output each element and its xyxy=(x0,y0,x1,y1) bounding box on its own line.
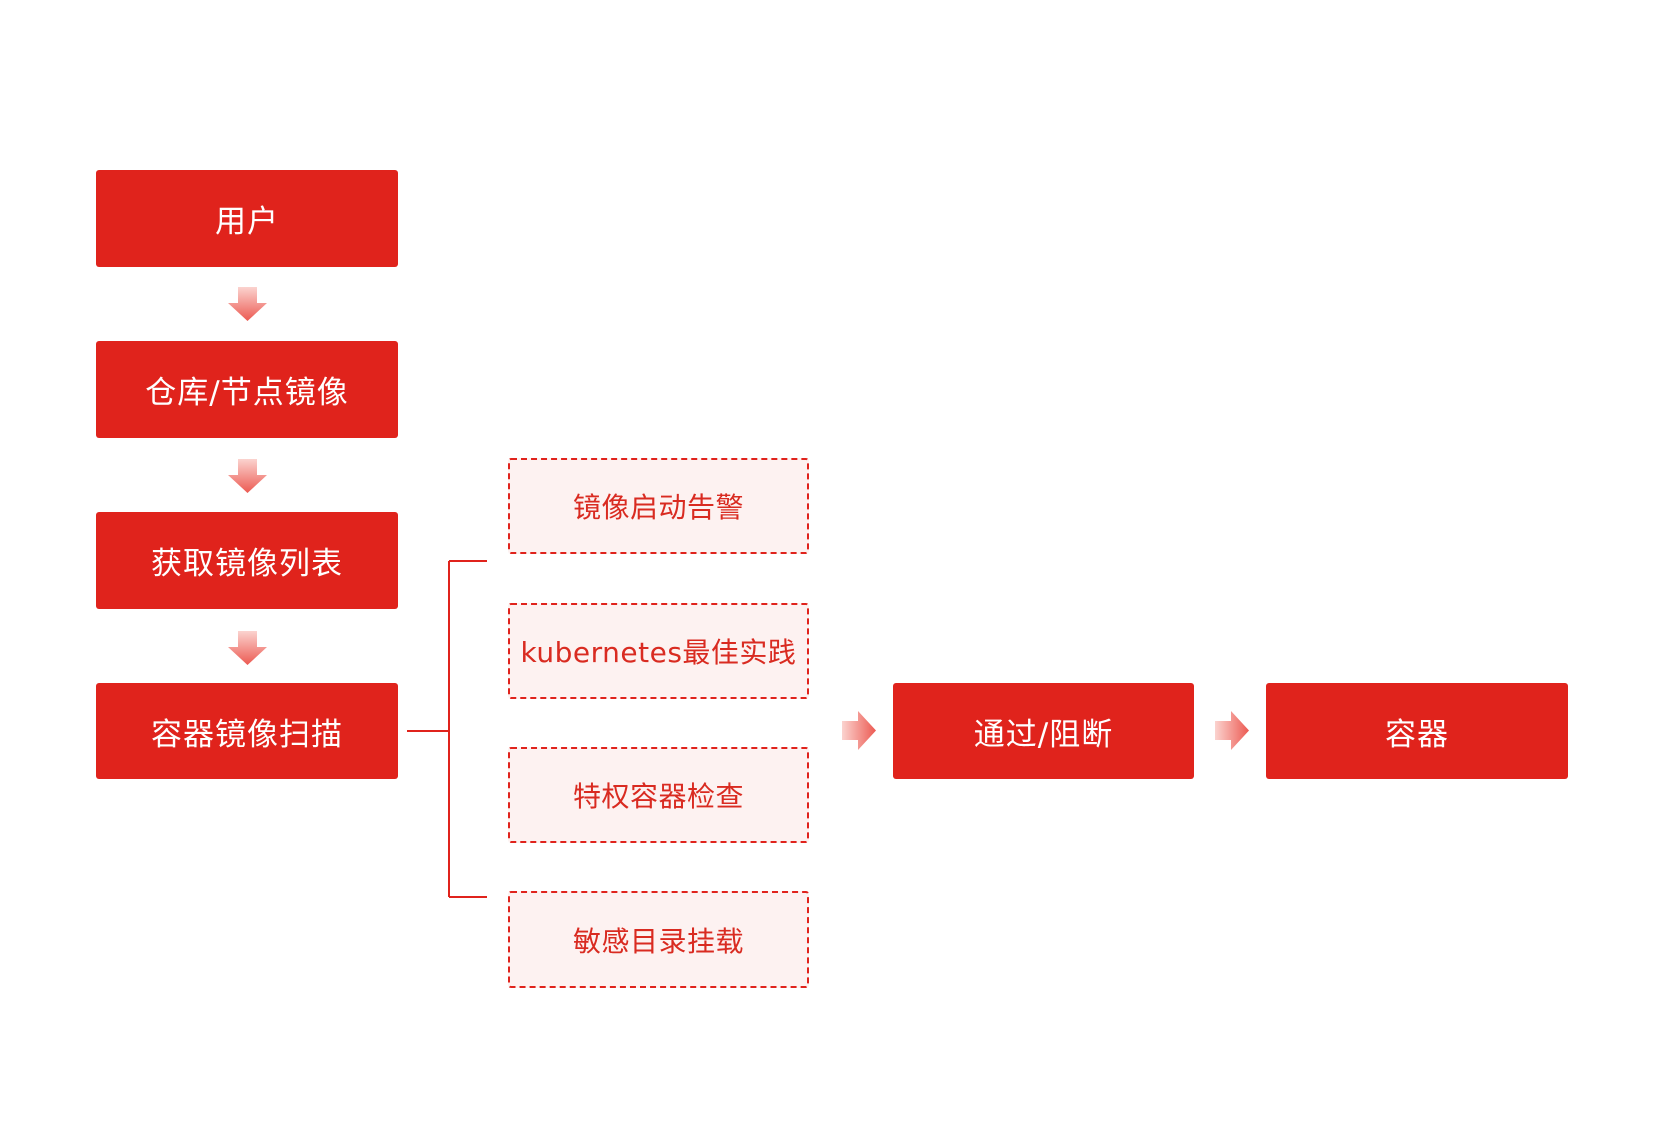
arrow-right-icon xyxy=(1215,711,1249,750)
check-kubernetes-best-practice: kubernetes最佳实践 xyxy=(508,603,809,699)
registry-image-node-label: 仓库/节点镜像 xyxy=(145,375,349,411)
check-sensitive-mount: 敏感目录挂载 xyxy=(508,891,809,988)
pass-block-node: 通过/阻断 xyxy=(893,683,1194,779)
check-image-start-alert: 镜像启动告警 xyxy=(508,458,809,554)
image-list-node-label: 获取镜像列表 xyxy=(151,546,343,582)
registry-image-node: 仓库/节点镜像 xyxy=(96,341,398,438)
arrow-down-icon xyxy=(228,287,267,321)
container-node: 容器 xyxy=(1266,683,1568,779)
image-scan-node: 容器镜像扫描 xyxy=(96,683,398,779)
arrow-right-icon xyxy=(842,711,876,750)
image-list-node: 获取镜像列表 xyxy=(96,512,398,609)
image-scan-node-label: 容器镜像扫描 xyxy=(151,716,343,753)
bracket-connector xyxy=(407,560,487,898)
pass-block-node-label: 通过/阻断 xyxy=(973,716,1114,753)
check-label: 特权容器检查 xyxy=(572,780,744,813)
check-label: kubernetes最佳实践 xyxy=(520,636,797,669)
container-node-label: 容器 xyxy=(1385,716,1449,753)
check-label: 镜像启动告警 xyxy=(572,491,744,524)
arrow-down-icon xyxy=(228,459,267,493)
check-privileged-container: 特权容器检查 xyxy=(508,747,809,843)
check-label: 敏感目录挂载 xyxy=(572,924,744,958)
user-node: 用户 xyxy=(96,170,398,267)
user-node-label: 用户 xyxy=(215,204,279,240)
arrow-down-icon xyxy=(228,631,267,665)
